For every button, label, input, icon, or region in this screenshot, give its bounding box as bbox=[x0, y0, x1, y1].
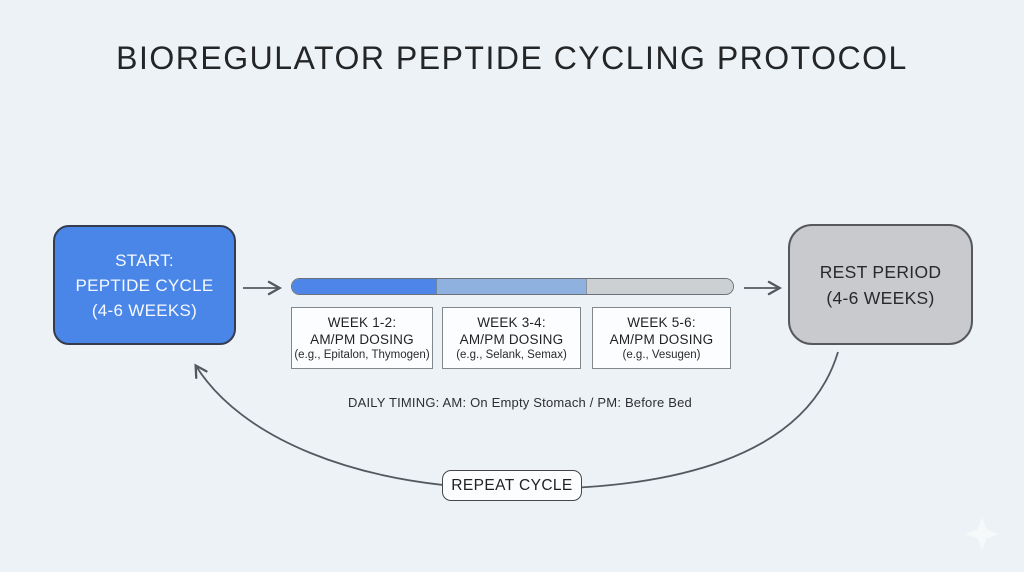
week-box-3-4: WEEK 3-4: AM/PM DOSING (e.g., Selank, Se… bbox=[442, 307, 581, 369]
week-box-weeks: WEEK 3-4: bbox=[477, 314, 546, 330]
cycle-progress-bar bbox=[291, 278, 734, 295]
page-title: BIOREGULATOR PEPTIDE CYCLING PROTOCOL bbox=[116, 40, 908, 76]
week-box-weeks: WEEK 5-6: bbox=[627, 314, 696, 330]
progress-segment-week3-4 bbox=[435, 279, 587, 294]
week-box-dosing: AM/PM DOSING bbox=[459, 331, 564, 347]
diamond-sparkle-icon bbox=[965, 517, 999, 551]
week-box-dosing: AM/PM DOSING bbox=[310, 331, 414, 347]
week-box-examples: (e.g., Selank, Semax) bbox=[456, 348, 567, 361]
week-box-5-6: WEEK 5-6: AM/PM DOSING (e.g., Vesugen) bbox=[592, 307, 731, 369]
week-box-dosing: AM/PM DOSING bbox=[609, 331, 714, 347]
start-node-line: START: bbox=[115, 250, 174, 270]
start-node: START: PEPTIDE CYCLE (4-6 WEEKS) bbox=[53, 225, 236, 345]
daily-timing-note: DAILY TIMING: AM: On Empty Stomach / PM:… bbox=[348, 395, 692, 410]
progress-segment-week5-6 bbox=[586, 279, 733, 294]
week-box-weeks: WEEK 1-2: bbox=[327, 314, 397, 330]
rest-node-line: REST PERIOD bbox=[819, 261, 942, 282]
week-box-examples: (e.g., Vesugen) bbox=[622, 348, 701, 361]
week-box-1-2: WEEK 1-2: AM/PM DOSING (e.g., Epitalon, … bbox=[291, 307, 433, 369]
progress-segment-week1-2 bbox=[292, 279, 436, 294]
week-box-examples: (e.g., Epitalon, Thymogen) bbox=[294, 348, 430, 361]
start-node-line: PEPTIDE CYCLE bbox=[75, 275, 214, 295]
repeat-cycle-label: REPEAT CYCLE bbox=[442, 470, 582, 501]
arrow-repeat-curve bbox=[194, 351, 839, 490]
rest-node: REST PERIOD (4-6 WEEKS) bbox=[788, 224, 973, 345]
start-node-line: (4-6 WEEKS) bbox=[91, 300, 198, 320]
rest-node-line: (4-6 WEEKS) bbox=[826, 287, 935, 308]
